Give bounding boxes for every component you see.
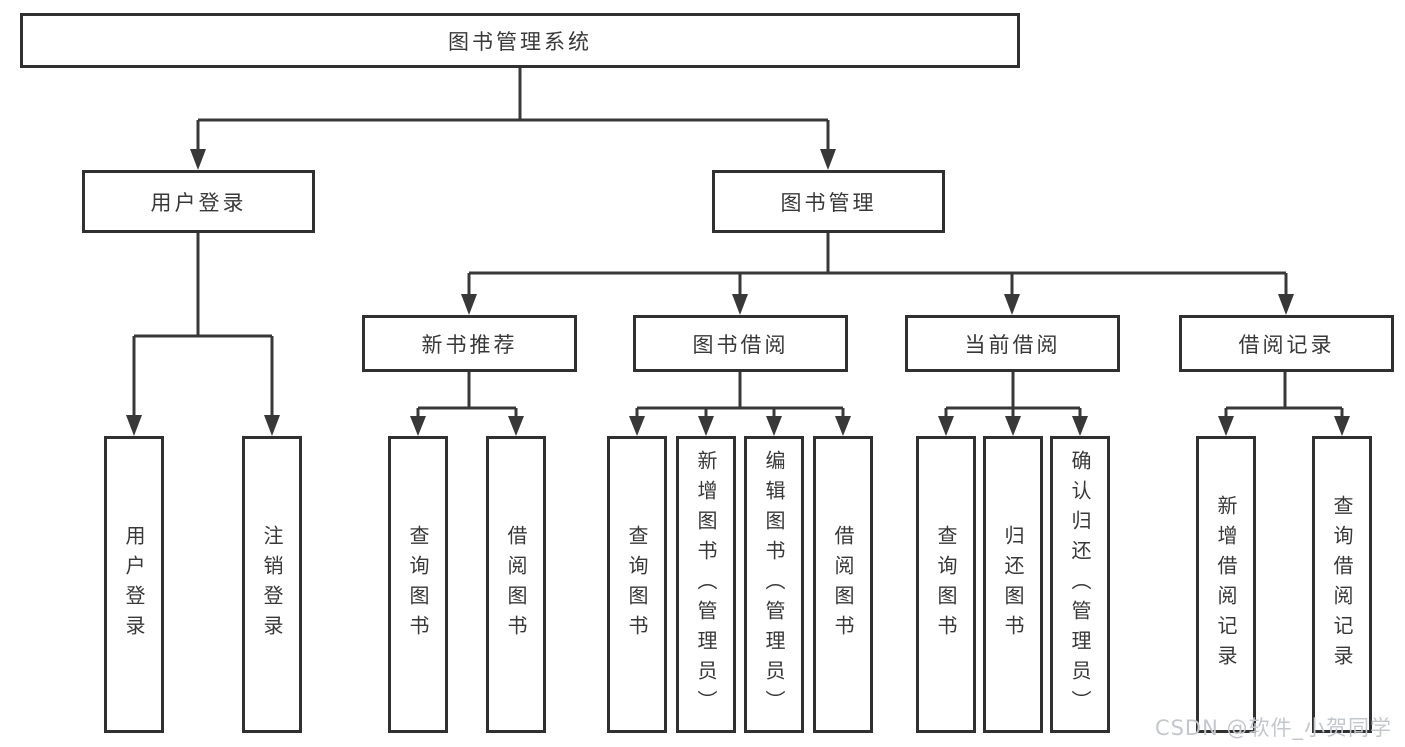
node-book-borrow: 图书借阅 (633, 315, 848, 372)
node-current-borrow: 当前借阅 (905, 315, 1120, 372)
node-borrow-record: 借阅记录 (1179, 315, 1394, 372)
node-borrow-record-label: 借阅记录 (1238, 332, 1335, 357)
leaf-borrow-books: 借阅图书 (813, 436, 873, 733)
leaf-add-borrow-record-label: 新增借阅记录 (1214, 494, 1238, 675)
node-book-management-label: 图书管理 (780, 190, 877, 215)
leaf-return-books: 归还图书 (983, 436, 1043, 733)
leaf-query-borrow-record: 查询借阅记录 (1312, 436, 1372, 733)
leaf-return-books-label: 归还图书 (1001, 524, 1025, 645)
leaf-query-books-recommend-label: 查询图书 (406, 524, 430, 645)
leaf-add-books-admin: 新增图书（管理员） (676, 436, 736, 733)
leaf-edit-books-admin: 编辑图书（管理员） (744, 436, 804, 733)
leaf-query-books-borrow: 查询图书 (607, 436, 667, 733)
leaf-confirm-return-admin-label: 确认归还（管理员） (1068, 449, 1092, 720)
leaf-query-books-recommend: 查询图书 (388, 436, 448, 733)
node-root: 图书管理系统 (20, 13, 1020, 68)
connector-bookmgmt-to-level2 (461, 233, 1294, 315)
node-new-book-recommend-label: 新书推荐 (421, 332, 518, 357)
leaf-add-books-admin-label: 新增图书（管理员） (694, 449, 718, 720)
leaf-user-login-label: 用户登录 (122, 524, 146, 645)
leaf-borrow-books-label: 借阅图书 (831, 524, 855, 645)
node-new-book-recommend: 新书推荐 (362, 315, 577, 372)
leaf-query-books-borrow-label: 查询图书 (625, 524, 649, 645)
connector-borrowrecord-to-leaves (1218, 372, 1350, 436)
node-user-login: 用户登录 (82, 170, 315, 233)
leaf-user-login: 用户登录 (104, 436, 164, 733)
csdn-watermark: CSDN @软件_小贺同学 (1154, 716, 1392, 740)
connector-newbook-to-leaves (410, 372, 524, 436)
node-user-login-label: 用户登录 (150, 190, 247, 215)
node-current-borrow-label: 当前借阅 (964, 332, 1061, 357)
leaf-add-borrow-record: 新增借阅记录 (1196, 436, 1256, 733)
node-root-label: 图书管理系统 (448, 29, 592, 54)
leaf-query-borrow-record-label: 查询借阅记录 (1330, 494, 1354, 675)
leaf-logout-label: 注销登录 (260, 524, 284, 645)
node-book-management: 图书管理 (712, 170, 945, 233)
leaf-query-books-current: 查询图书 (916, 436, 976, 733)
leaf-logout: 注销登录 (242, 436, 302, 733)
leaf-query-books-current-label: 查询图书 (934, 524, 958, 645)
connector-root-to-level1 (190, 68, 836, 170)
node-book-borrow-label: 图书借阅 (692, 332, 789, 357)
connector-bookborrow-to-leaves (629, 372, 851, 436)
connector-currentborrow-to-leaves (938, 372, 1088, 436)
leaf-borrow-books-recommend-label: 借阅图书 (504, 524, 528, 645)
leaf-borrow-books-recommend: 借阅图书 (486, 436, 546, 733)
leaf-edit-books-admin-label: 编辑图书（管理员） (762, 449, 786, 720)
connector-userlogin-to-leaves (126, 233, 280, 436)
leaf-confirm-return-admin: 确认归还（管理员） (1050, 436, 1110, 733)
